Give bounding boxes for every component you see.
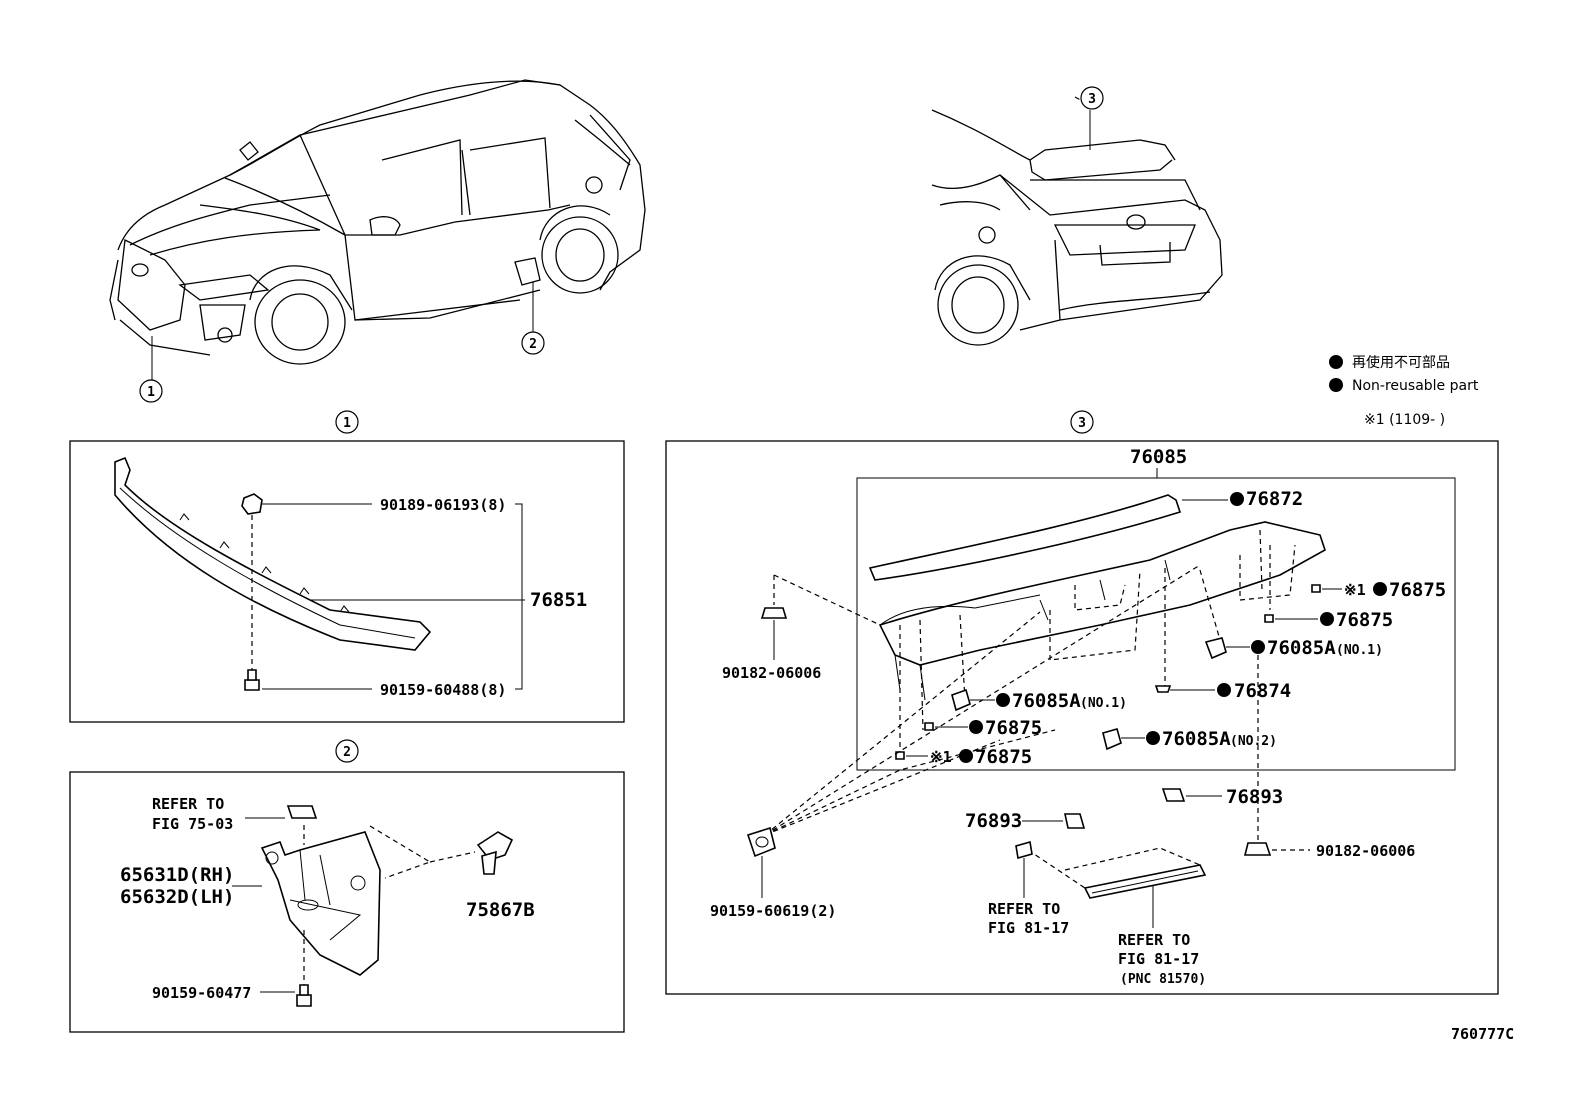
label-90182-right: 90182-06006 xyxy=(1316,842,1415,860)
nonreusable-marker-76872 xyxy=(1230,492,1244,506)
section-3-inner-frame xyxy=(856,477,1456,771)
section-2-frame xyxy=(69,771,625,1033)
clip-76893-right xyxy=(1161,788,1186,802)
label-76875-c: 76875 xyxy=(985,717,1042,739)
rear-spoiler-76085 xyxy=(868,494,1326,701)
rear-car-illustration xyxy=(931,96,1223,346)
label-90159-60619: 90159-60619(2) xyxy=(710,902,836,920)
label-65631D: 65631D(RH) xyxy=(120,864,234,886)
screw-90159-60477 xyxy=(296,984,312,1007)
label-76875-a: 76875 xyxy=(1389,579,1446,601)
svg-text:再使用不可部品: 再使用不可部品 xyxy=(1352,354,1450,371)
svg-text:3: 3 xyxy=(1088,92,1096,107)
refer-b-line1: REFER TO xyxy=(1118,931,1190,949)
clip-76085A-no1-left xyxy=(951,688,971,712)
clip-76085A-no2 xyxy=(1102,728,1122,751)
label-90159-60488: 90159-60488(8) xyxy=(380,681,506,699)
section-3-frame xyxy=(665,440,1499,995)
nut-90182-right xyxy=(1243,842,1272,856)
section-3-title: 3 xyxy=(1070,410,1094,434)
section-1-title: 1 xyxy=(335,410,359,434)
label-76085A-no2: 76085A xyxy=(1162,728,1231,750)
nonreusable-marker-76875-c xyxy=(969,720,983,734)
refer-b-line3: (PNC 81570) xyxy=(1120,972,1206,987)
callout-3-overview: 3 xyxy=(1080,86,1104,110)
suffix-no1-left: (NO.1) xyxy=(1080,696,1127,711)
nut-clip xyxy=(286,805,318,819)
suffix-no1-right: (NO.1) xyxy=(1336,643,1383,658)
legend: 再使用不可部品 Non-reusable part ※1 (1109- ) xyxy=(1329,354,1479,428)
nonreusable-marker-76085A-no2 xyxy=(1146,731,1160,745)
high-mount-stop-lamp xyxy=(1083,864,1207,899)
pad-76875-l2 xyxy=(895,751,905,760)
label-76085A-left: 76085A xyxy=(1012,690,1081,712)
nonreusable-marker-76875-b xyxy=(1320,612,1334,626)
svg-text:3: 3 xyxy=(1078,416,1086,431)
mudguard-65631D xyxy=(260,831,381,976)
svg-text:1: 1 xyxy=(343,416,351,431)
nonreusable-marker-76085A-r xyxy=(1251,640,1265,654)
screw-90159-60619 xyxy=(746,826,776,858)
pad-76875-r2 xyxy=(1264,614,1274,623)
svg-text:1: 1 xyxy=(147,385,155,400)
screw-refer-81-17 xyxy=(1015,840,1033,860)
svg-text:2: 2 xyxy=(529,337,537,352)
callout-2-overview: 2 xyxy=(521,331,545,355)
clip-76085A-no1-right xyxy=(1204,637,1227,660)
nonreusable-marker-76085A-l xyxy=(996,693,1010,707)
section-2-title: 2 xyxy=(335,739,359,763)
clip-75867B xyxy=(476,831,514,875)
nonreusable-marker-76874 xyxy=(1217,683,1231,697)
section-1-frame xyxy=(69,440,625,723)
mark1-a: ※1 xyxy=(1344,581,1366,599)
svg-text:Non-reusable part: Non-reusable part xyxy=(1352,378,1479,394)
label-76851: 76851 xyxy=(530,589,587,611)
screw-90159-60488 xyxy=(244,669,260,691)
refer-b-line2: FIG 81-17 xyxy=(1118,950,1199,968)
label-90159-60477: 90159-60477 xyxy=(152,984,251,1002)
label-76085: 76085 xyxy=(1130,446,1187,468)
label-75867B: 75867B xyxy=(466,899,535,921)
clip-90189 xyxy=(241,493,263,515)
refer-a-line1: REFER TO xyxy=(988,900,1060,918)
nut-90182-left xyxy=(760,607,788,619)
callout-1-overview: 1 xyxy=(139,379,163,403)
mark1-b: ※1 xyxy=(930,748,952,766)
label-65632D: 65632D(LH) xyxy=(120,886,234,908)
refer-75-03-line2: FIG 75-03 xyxy=(152,815,233,833)
label-76875-b: 76875 xyxy=(1336,609,1393,631)
front-spoiler-76851 xyxy=(114,456,432,651)
svg-text:※1 (1109- ): ※1 (1109- ) xyxy=(1364,412,1445,428)
pad-76875-r1 xyxy=(1311,584,1321,593)
suffix-no2: (NO.2) xyxy=(1230,734,1277,749)
label-90189-06193: 90189-06193(8) xyxy=(380,496,506,514)
refer-75-03-line1: REFER TO xyxy=(152,795,224,813)
label-90182-left: 90182-06006 xyxy=(722,664,821,682)
front-car-illustration xyxy=(109,79,646,380)
label-76893-left: 76893 xyxy=(965,810,1022,832)
clip-76893-left xyxy=(1064,813,1086,829)
label-76085A-right: 76085A xyxy=(1267,637,1336,659)
pad-76875-l1 xyxy=(924,722,934,731)
label-76893-right: 76893 xyxy=(1226,786,1283,808)
label-76874: 76874 xyxy=(1234,680,1291,702)
label-76872: 76872 xyxy=(1246,488,1303,510)
svg-text:2: 2 xyxy=(343,745,351,760)
label-76875-d: 76875 xyxy=(975,746,1032,768)
diagram-id: 760777C xyxy=(1451,1025,1514,1043)
nonreusable-marker-76875-a xyxy=(1373,582,1387,596)
pad-76874 xyxy=(1154,685,1172,693)
refer-a-line2: FIG 81-17 xyxy=(988,919,1069,937)
